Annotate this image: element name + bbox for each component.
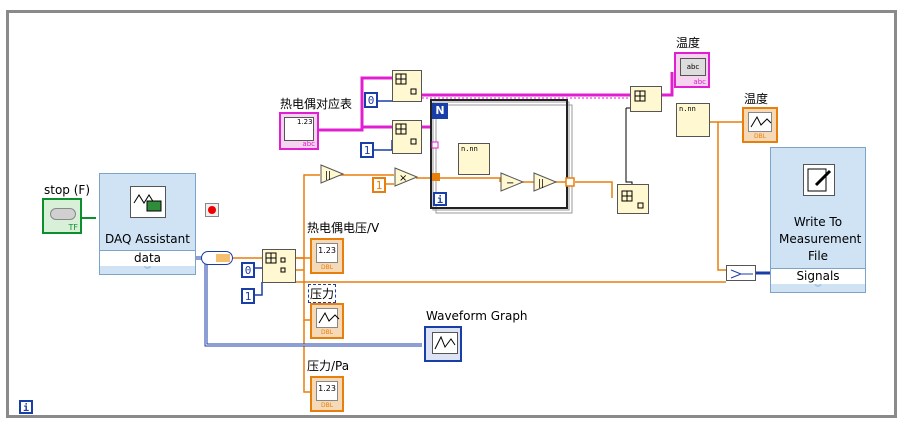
constant-one[interactable]: 1 [241,288,255,304]
loop-iteration-terminal: i [433,192,447,206]
pressure-pa-label: 压力/Pa [307,359,350,373]
pressure-chart-indicator[interactable]: DBL [310,303,344,339]
index-array-top[interactable] [392,70,422,102]
expand-chevron-icon[interactable]: ︾ [144,266,151,274]
daq-icon [130,186,166,218]
svg-text:||: || [538,179,544,189]
daq-data-terminal[interactable]: data [100,250,195,266]
build-array-node[interactable] [617,184,649,214]
loop-count-terminal[interactable]: N [432,103,448,119]
daq-assistant-vi[interactable]: DAQ Assistant data ︾ [99,173,196,275]
write-file-title: Write To Measurement File [779,215,862,263]
stop-control[interactable]: TF [42,198,82,234]
constant-zero[interactable]: 0 [241,262,255,278]
temp-dbl-label: 温度 [744,92,769,106]
expand-chevron-icon[interactable]: ︾ [814,284,822,292]
thermo-table-label: 热电偶对应表 [280,97,353,111]
scan-from-string-node[interactable]: n.nn [458,143,490,175]
divide-node[interactable]: || [533,172,558,192]
thermo-voltage-label: 热电偶电压/V [307,221,380,235]
for-loop-border [430,99,568,209]
pressure-pa-indicator[interactable]: 1.23 DBL [310,376,344,412]
constant-one-mid[interactable]: 1 [360,142,374,158]
svg-text:−: − [506,178,514,189]
svg-text:||: || [325,171,331,181]
temp-chart-indicator[interactable]: DBL [742,107,778,143]
write-measurement-file-vi[interactable]: Write To Measurement File Signals ︾ [770,147,866,293]
signals-terminal[interactable]: Signals [771,268,865,284]
constant-one-orange[interactable]: 1 [372,177,386,193]
pressure-chart-label: 压力 [308,284,337,303]
svg-text:×: × [399,173,407,184]
waveform-graph-indicator[interactable] [424,326,462,362]
index-array-right[interactable] [630,86,662,112]
outer-iteration-terminal: i [19,400,33,414]
temp-string-indicator[interactable]: abc abc [674,52,710,88]
index-array-node[interactable] [262,249,296,283]
write-file-icon [803,164,835,196]
subtract-node[interactable]: − [500,172,525,192]
stop-indicator-icon[interactable] [205,203,219,217]
multiply-node[interactable]: × [394,167,419,187]
constant-zero-top[interactable]: 0 [364,92,378,108]
daq-title: DAQ Assistant [105,232,190,246]
multiply-node-left[interactable]: || [320,164,345,184]
temp-string-label: 温度 [676,36,701,50]
thermo-voltage-indicator[interactable]: 1.23 DBL [310,238,344,274]
index-array-mid[interactable] [392,120,422,154]
thermo-table-control[interactable]: 1.23 abc [279,112,319,150]
format-number-node[interactable]: n.nn [676,103,710,137]
merge-signals-node[interactable] [726,265,756,281]
stop-label: stop (F) [44,183,90,197]
waveform-graph-label: Waveform Graph [426,309,528,323]
convert-dynamic-data-node[interactable] [201,251,233,265]
